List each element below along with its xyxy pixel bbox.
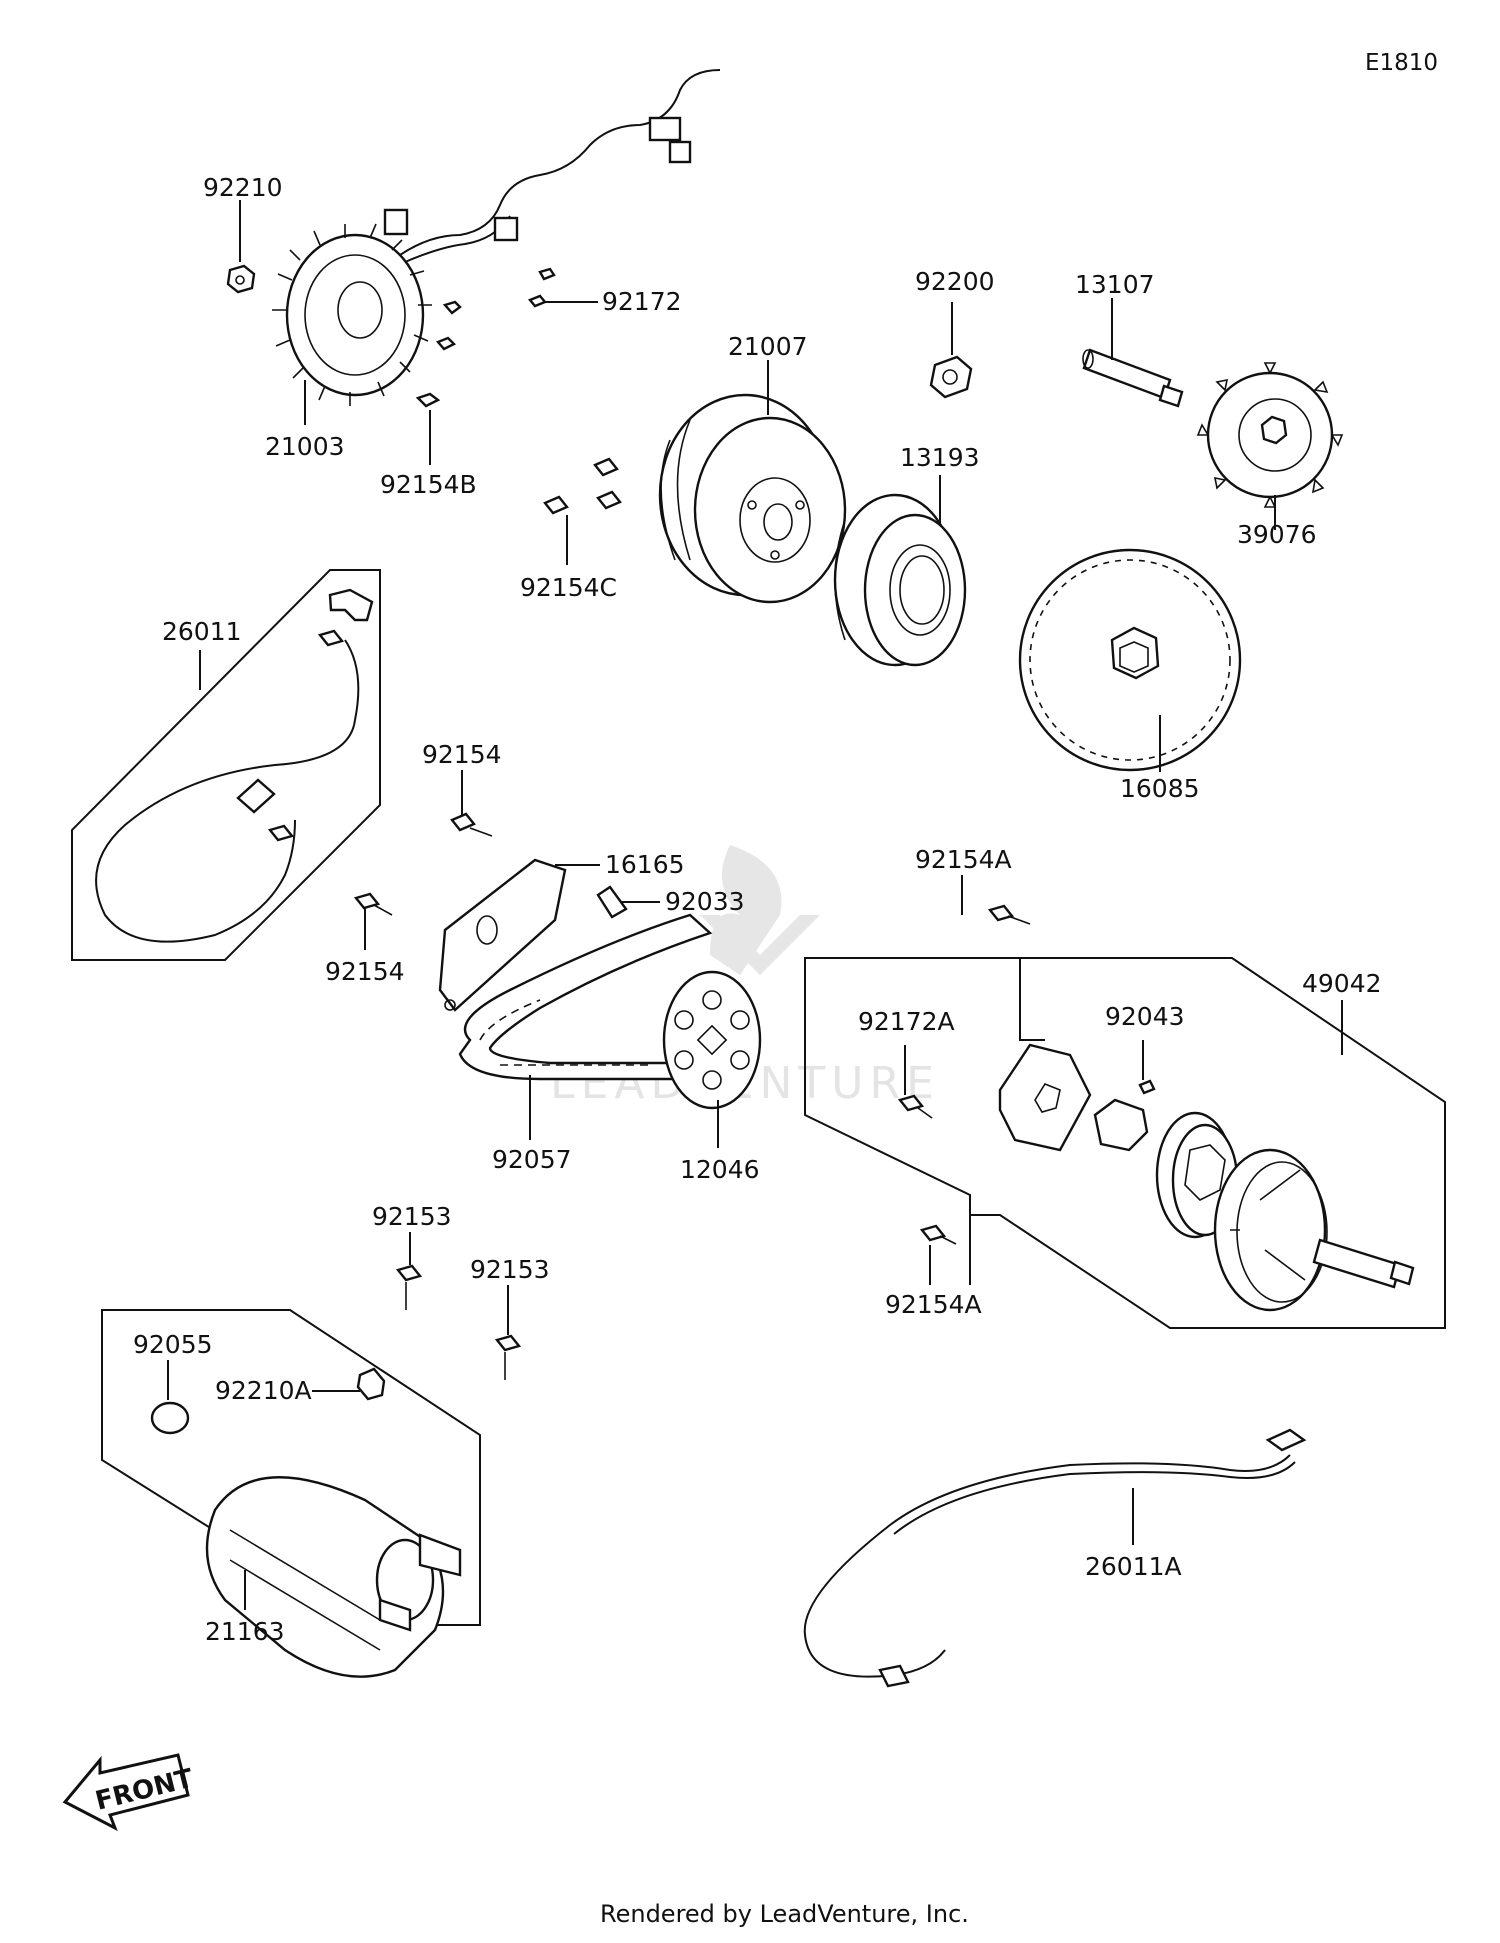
label-49042[interactable]: 49042 [1302, 969, 1382, 998]
label-92033[interactable]: 92033 [665, 887, 745, 916]
part-13193-clutch[interactable] [833, 493, 967, 667]
label-92043[interactable]: 92043 [1105, 1002, 1185, 1031]
part-21163-starter[interactable] [101, 1309, 481, 1678]
part-39076-gear[interactable] [1196, 362, 1344, 508]
part-21007-flywheel[interactable] [658, 393, 847, 604]
label-16165[interactable]: 16165 [605, 850, 685, 879]
part-92154C-nuts[interactable] [543, 457, 622, 515]
label-16085[interactable]: 16085 [1120, 774, 1200, 803]
label-26011A[interactable]: 26011A [1085, 1552, 1182, 1581]
label-92154A-bot[interactable]: 92154A [885, 1290, 982, 1319]
label-92154B[interactable]: 92154B [380, 470, 477, 499]
part-92033-clip[interactable] [596, 885, 628, 919]
render-footer: Rendered by LeadVenture, Inc. [600, 1900, 969, 1928]
label-92172A[interactable]: 92172A [858, 1007, 955, 1036]
part-92200-washer[interactable] [929, 355, 973, 399]
part-21003-stator[interactable] [272, 69, 721, 406]
label-21163[interactable]: 21163 [205, 1617, 285, 1646]
label-92154C[interactable]: 92154C [520, 573, 617, 602]
label-92172[interactable]: 92172 [602, 287, 682, 316]
label-92153-a[interactable]: 92153 [372, 1202, 452, 1231]
label-12046[interactable]: 12046 [680, 1155, 760, 1184]
part-92172-screws[interactable] [528, 267, 556, 308]
part-16165-guide[interactable] [438, 858, 567, 1012]
label-21007[interactable]: 21007 [728, 332, 808, 361]
label-92154-top[interactable]: 92154 [422, 740, 502, 769]
part-92154B-screws[interactable] [415, 300, 462, 408]
part-12046-sprocket[interactable] [662, 970, 762, 1110]
label-92057[interactable]: 92057 [492, 1145, 572, 1174]
part-26011-cable-kit[interactable] [71, 569, 381, 961]
part-49042-oil-pump-assembly[interactable] [804, 904, 1446, 1329]
label-13107[interactable]: 13107 [1075, 270, 1155, 299]
part-92154-bolt-top[interactable] [450, 812, 493, 837]
label-39076[interactable]: 39076 [1237, 520, 1317, 549]
label-92153-b[interactable]: 92153 [470, 1255, 550, 1284]
label-92154-left[interactable]: 92154 [325, 957, 405, 986]
part-92153-bolts[interactable] [395, 1264, 522, 1380]
part-16085-sprocket[interactable] [1018, 548, 1242, 772]
label-92210A[interactable]: 92210A [215, 1376, 312, 1405]
part-92210-nut[interactable] [226, 264, 256, 294]
label-92210[interactable]: 92210 [203, 173, 283, 202]
label-92055[interactable]: 92055 [133, 1330, 213, 1359]
front-arrow-icon: FRONT [62, 1753, 196, 1832]
label-92154A-top[interactable]: 92154A [915, 845, 1012, 874]
diagram-code: E1810 [1365, 50, 1438, 76]
label-13193[interactable]: 13193 [900, 443, 980, 472]
part-13107-shaft[interactable] [1082, 348, 1184, 408]
part-92154-bolt-left[interactable] [353, 892, 393, 916]
part-26011A-cable[interactable] [803, 1428, 1307, 1688]
label-21003[interactable]: 21003 [265, 432, 345, 461]
label-26011[interactable]: 26011 [162, 617, 242, 646]
label-92200[interactable]: 92200 [915, 267, 995, 296]
